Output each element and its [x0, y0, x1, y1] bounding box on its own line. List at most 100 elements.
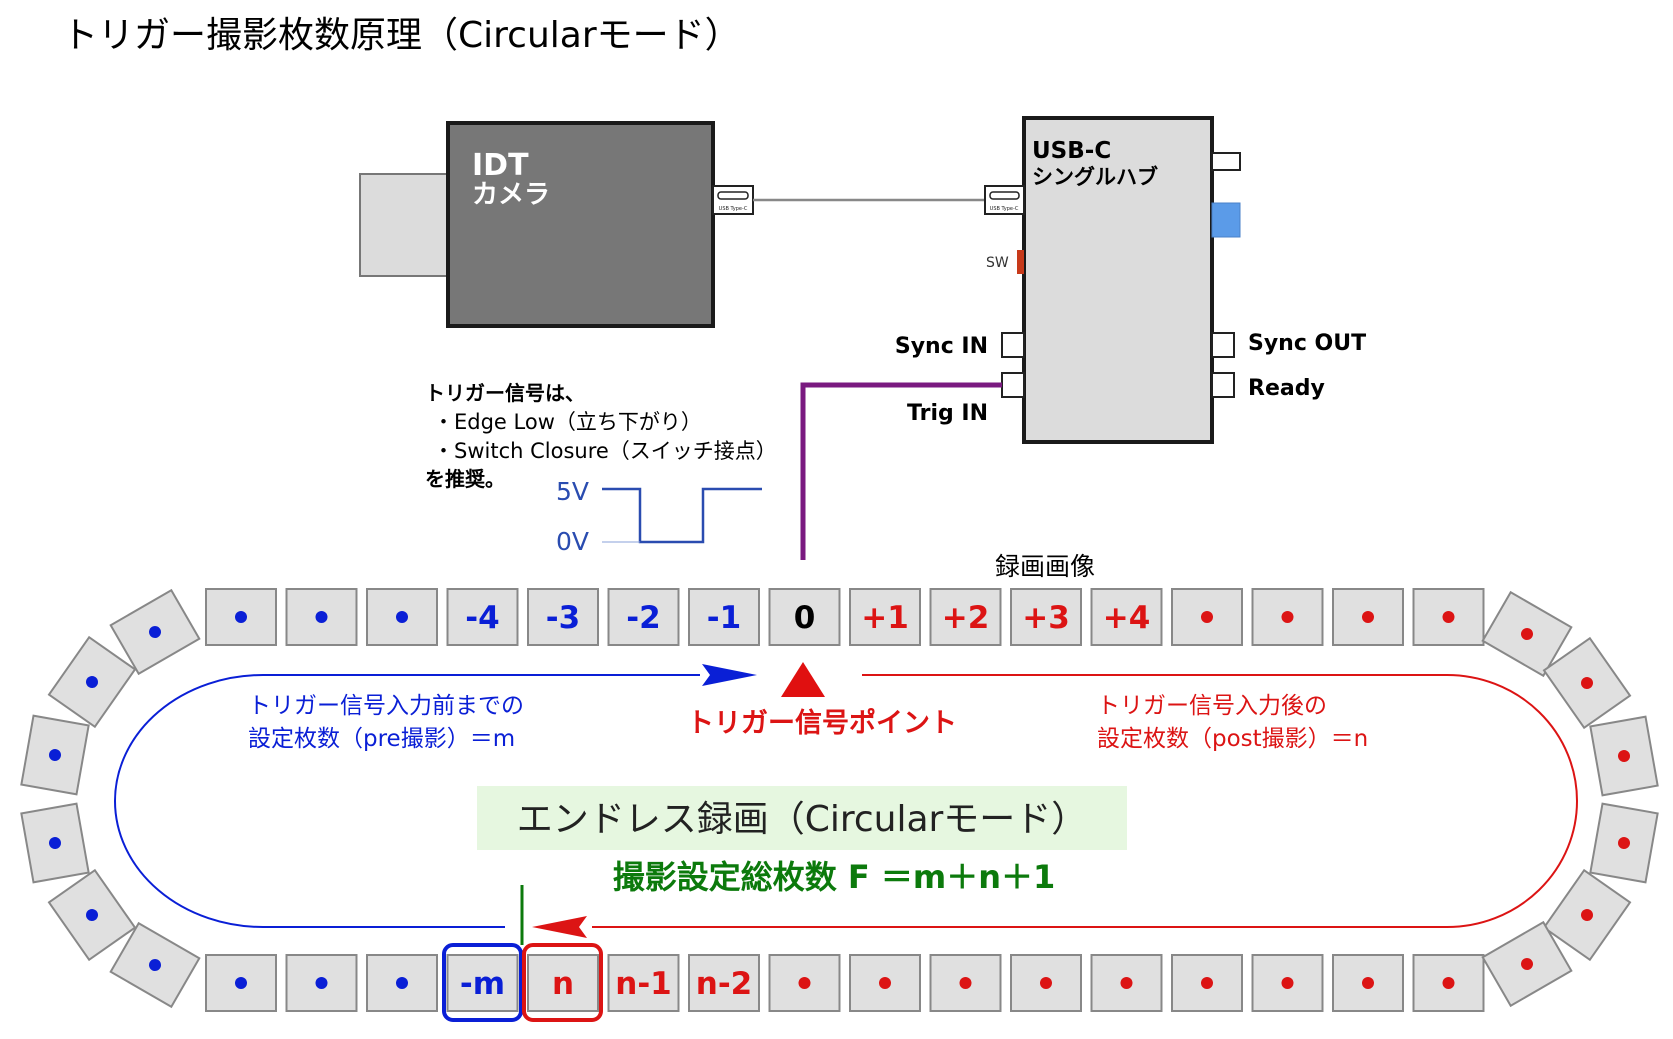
signal-high-label: 5V — [556, 477, 589, 506]
frame-label: +3 — [1022, 600, 1070, 636]
frame-box — [688, 954, 760, 1012]
bottom-frame: n — [527, 954, 599, 1012]
frame-dot — [1442, 977, 1455, 989]
camera-usb-port — [712, 185, 754, 215]
frame-box — [849, 588, 921, 646]
pre-arrowhead — [702, 664, 757, 686]
frame-label: 0 — [794, 600, 816, 636]
frame-dot — [1040, 977, 1052, 989]
bottom-frame: n-2 — [688, 954, 760, 1012]
signal-waveform: 5V 0V — [556, 477, 762, 556]
bottom-frame: n-1 — [607, 954, 680, 1012]
trigger-point-label: トリガー信号ポイント — [687, 708, 957, 739]
pre-text-line1: トリガー信号入力前までの — [248, 693, 524, 719]
frame-box — [1010, 588, 1082, 646]
left-curve-frame — [109, 921, 201, 1009]
signal-low-label: 0V — [556, 527, 589, 556]
note-line3: ・Switch Closure（スイッチ接点） — [433, 439, 777, 463]
left-curve-frame — [47, 635, 137, 729]
top-frame — [1332, 588, 1404, 646]
frame-dot — [86, 676, 98, 688]
trigger-note: トリガー信号は、 ・Edge Low（立ち下がり） ・Switch Closur… — [425, 381, 777, 491]
top-frame: +2 — [929, 588, 1002, 646]
frame-dot — [396, 611, 408, 623]
frame-dot — [149, 959, 161, 971]
frame-dot — [315, 977, 328, 989]
hub-top-right-port — [1211, 152, 1241, 171]
frame-box — [527, 954, 599, 1012]
hub-body — [1022, 116, 1214, 444]
hub-sw-label: SW — [986, 255, 1009, 271]
frame-box — [607, 954, 680, 1012]
endless-label-box — [477, 786, 1127, 850]
left-curve-frame — [20, 714, 90, 796]
right-curve-frame — [1542, 868, 1632, 962]
frame-label: -2 — [626, 600, 660, 636]
frame-dot — [49, 749, 61, 761]
camera-usb-port-label: USB Type-C — [719, 206, 748, 212]
pre-text-line2: 設定枚数（pre撮影）＝m — [248, 726, 515, 752]
left-curve-frame — [109, 588, 201, 676]
frame-dot — [1201, 977, 1213, 989]
frame-dot — [1581, 909, 1593, 921]
frame-label: +1 — [861, 600, 909, 636]
left-curve-frame — [20, 802, 90, 884]
frame-dot — [235, 977, 247, 989]
frame-dot — [49, 837, 61, 849]
frame-dot — [1120, 977, 1133, 989]
frame-dot — [1521, 958, 1533, 970]
frame-dot — [235, 611, 247, 623]
frame-label: n — [552, 966, 574, 1002]
hub-blue-port — [1211, 202, 1241, 238]
right-curve-frame — [1589, 715, 1659, 797]
right-curve-frame — [1542, 636, 1632, 730]
bottom-frame — [1090, 954, 1163, 1012]
note-line4: を推奨。 — [425, 467, 505, 491]
ready-port — [1211, 372, 1235, 398]
frame-dot — [1281, 611, 1294, 623]
camera-body — [446, 121, 715, 328]
top-frame: +3 — [1010, 588, 1082, 646]
post-arrowhead — [532, 916, 587, 938]
bottom-frame: -m — [446, 954, 519, 1012]
camera-lens — [359, 173, 449, 277]
bottom-frame — [1412, 954, 1485, 1012]
note-line2: ・Edge Low（立ち下がり） — [433, 410, 702, 434]
idt-camera: IDT カメラ USB Type-C — [359, 121, 754, 328]
usb-c-single-hub: USB-C シングルハブ USB Type-C SW Sync IN Trig … — [895, 116, 1366, 444]
frame-dot — [86, 909, 98, 921]
note-line1: トリガー信号は、 — [425, 381, 585, 405]
sync-out-port — [1211, 332, 1235, 358]
frame-dot — [1618, 750, 1630, 762]
bottom-frame — [1010, 954, 1082, 1012]
hub-sw-switch — [1017, 250, 1024, 274]
hub-usb-slot — [989, 191, 1020, 200]
hub-usb-port — [984, 185, 1025, 215]
n-highlight — [522, 943, 603, 1022]
pre-loop-path — [114, 674, 700, 928]
frame-box — [768, 588, 841, 646]
frame-box — [446, 588, 519, 646]
page-title: トリガー撮影枚数原理（Circularモード） — [62, 15, 741, 56]
left-curve-frame — [47, 868, 137, 962]
frame-box — [929, 588, 1002, 646]
top-frame — [205, 588, 277, 646]
sync-out-label: Sync OUT — [1248, 331, 1366, 356]
bottom-frame — [768, 954, 841, 1012]
top-frame: 0 — [768, 588, 841, 646]
trigger-point-triangle — [781, 662, 825, 697]
top-frame: +4 — [1090, 588, 1163, 646]
right-curve-frame — [1481, 920, 1573, 1008]
frame-label: -1 — [707, 600, 741, 636]
post-loop-path — [592, 674, 1578, 928]
top-frame: -4 — [446, 588, 519, 646]
frame-label: n-2 — [696, 966, 753, 1002]
hub-label-line1: USB-C — [1032, 138, 1111, 164]
top-frame — [1171, 588, 1243, 646]
recorded-images-label: 録画画像 — [995, 552, 1095, 581]
frame-box — [607, 588, 680, 646]
ready-label: Ready — [1248, 376, 1325, 401]
bottom-frame — [929, 954, 1002, 1012]
bottom-frame — [1171, 954, 1243, 1012]
